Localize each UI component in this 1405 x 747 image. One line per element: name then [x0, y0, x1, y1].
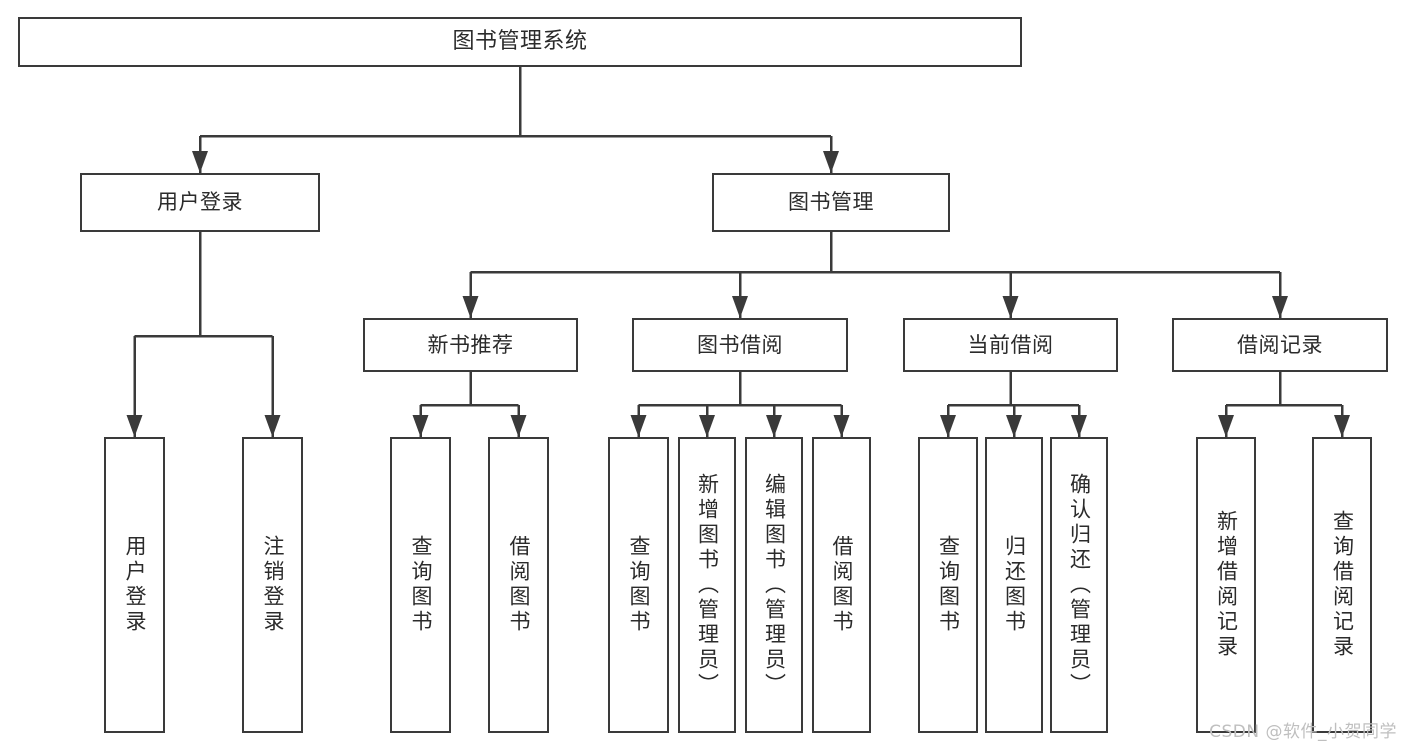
arrowhead-icon: [1272, 296, 1288, 318]
node-leaf11[interactable]: 确认归还（管理员）: [1050, 437, 1108, 733]
node-bookmgmt[interactable]: 图书管理: [712, 173, 950, 232]
arrowhead-icon: [940, 415, 956, 437]
node-label-leaf4: 借阅图书: [507, 535, 531, 635]
node-leaf10[interactable]: 归还图书: [985, 437, 1043, 733]
csdn-watermark: CSDN @软件_小贺同学: [1209, 722, 1397, 742]
node-leaf7[interactable]: 编辑图书（管理员）: [745, 437, 803, 733]
node-label-current: 当前借阅: [967, 332, 1054, 357]
node-label-leaf6: 新增图书（管理员）: [695, 472, 720, 698]
node-label-leaf7: 编辑图书（管理员）: [762, 472, 787, 698]
arrowhead-icon: [192, 151, 208, 173]
node-label-login: 用户登录: [157, 190, 243, 215]
node-label-borrow: 图书借阅: [697, 332, 783, 357]
arrowhead-icon: [1071, 415, 1087, 437]
arrowhead-icon: [766, 415, 782, 437]
node-leaf3[interactable]: 查询图书: [390, 437, 451, 733]
arrowhead-icon: [833, 415, 850, 437]
node-label-leaf12: 新增借阅记录: [1214, 510, 1239, 660]
arrowhead-icon: [732, 296, 748, 318]
node-label-bookmgmt: 图书管理: [788, 190, 874, 215]
node-label-root: 图书管理系统: [452, 29, 588, 55]
node-label-leaf1: 用户登录: [123, 535, 147, 635]
node-leaf1[interactable]: 用户登录: [104, 437, 165, 733]
arrowhead-icon: [1218, 415, 1234, 437]
node-label-leaf11: 确认归还（管理员）: [1067, 472, 1092, 698]
node-label-leaf5: 查询图书: [627, 535, 651, 635]
node-root[interactable]: 图书管理系统: [18, 17, 1022, 67]
node-label-newbook: 新书推荐: [427, 332, 514, 357]
node-leaf12[interactable]: 新增借阅记录: [1196, 437, 1256, 733]
node-records[interactable]: 借阅记录: [1172, 318, 1388, 372]
node-leaf4[interactable]: 借阅图书: [488, 437, 549, 733]
node-login[interactable]: 用户登录: [80, 173, 320, 232]
node-label-leaf2: 注销登录: [261, 535, 285, 635]
arrowhead-icon: [1006, 415, 1022, 437]
arrowhead-icon: [1334, 415, 1350, 437]
node-label-leaf10: 归还图书: [1002, 535, 1027, 635]
node-leaf8[interactable]: 借阅图书: [812, 437, 871, 733]
node-label-leaf3: 查询图书: [409, 535, 433, 635]
node-label-leaf8: 借阅图书: [830, 535, 854, 635]
node-label-leaf13: 查询借阅记录: [1330, 510, 1355, 660]
arrowhead-icon: [699, 415, 715, 437]
node-label-leaf9: 查询图书: [936, 535, 961, 635]
node-leaf2[interactable]: 注销登录: [242, 437, 303, 733]
node-current[interactable]: 当前借阅: [903, 318, 1118, 372]
node-leaf9[interactable]: 查询图书: [918, 437, 978, 733]
arrowhead-icon: [510, 415, 527, 437]
node-leaf6[interactable]: 新增图书（管理员）: [678, 437, 736, 733]
arrowhead-icon: [412, 415, 429, 437]
arrowhead-icon: [1002, 296, 1019, 318]
arrowhead-icon: [462, 296, 479, 318]
arrowhead-icon: [630, 415, 647, 437]
node-leaf5[interactable]: 查询图书: [608, 437, 669, 733]
node-label-records: 借阅记录: [1237, 332, 1323, 357]
node-borrow[interactable]: 图书借阅: [632, 318, 848, 372]
arrowhead-icon: [823, 151, 839, 173]
arrowhead-icon: [264, 415, 281, 437]
node-newbook[interactable]: 新书推荐: [363, 318, 578, 372]
arrowhead-icon: [126, 415, 143, 437]
node-leaf13[interactable]: 查询借阅记录: [1312, 437, 1372, 733]
